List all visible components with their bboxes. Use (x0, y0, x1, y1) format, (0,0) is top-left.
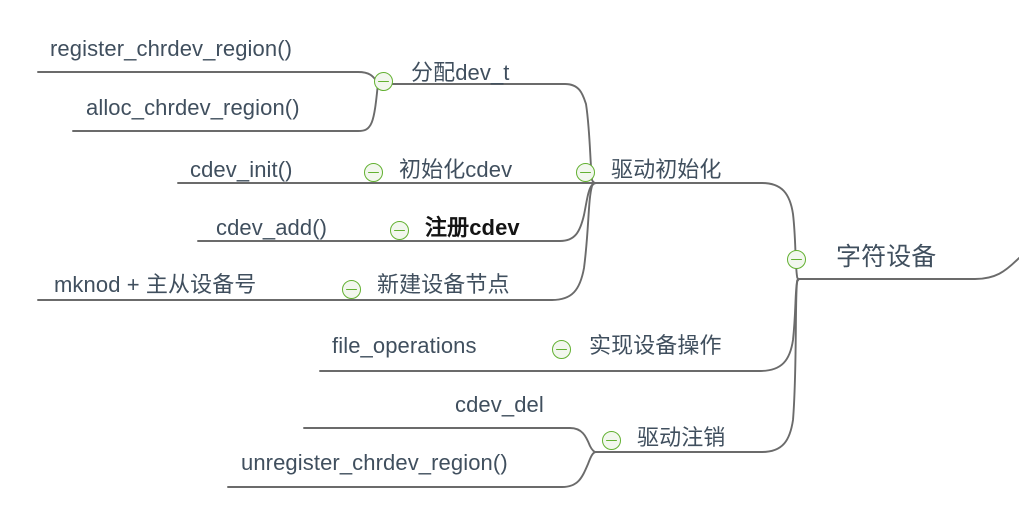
collapse-icon-quudong-zhuxiao[interactable] (602, 431, 621, 450)
leaf-register-chrdev-region[interactable]: register_chrdev_region() (50, 36, 293, 61)
wire-register-chrdev-region (37, 71, 379, 84)
node-quudong-chushihua[interactable]: 驱动初始化 (611, 157, 722, 182)
wire-cdev-del (303, 427, 597, 453)
node-xinjian-shebei-jiedian[interactable]: 新建设备节点 (377, 272, 510, 297)
node-chushihua-cdev[interactable]: 初始化cdev (399, 157, 513, 182)
collapse-icon-xinjian-shebei-jiedian[interactable] (342, 280, 361, 299)
leaf-cdev-init[interactable]: cdev_init() (190, 157, 293, 182)
root-node-label[interactable]: 字符设备 (836, 243, 937, 271)
collapse-icon-chushihua-cdev[interactable] (364, 163, 383, 182)
collapse-icon-fenpei-dev-t[interactable] (374, 72, 393, 91)
node-zhuce-cdev[interactable]: 注册cdev (425, 215, 520, 240)
wire-quudong-chushihua (595, 182, 800, 280)
leaf-file-operations[interactable]: file_operations (332, 333, 477, 358)
leaf-cdev-del[interactable]: cdev_del (455, 392, 544, 417)
collapse-icon-quudong-chushihua[interactable] (576, 163, 595, 182)
collapse-icon-zhuce-cdev[interactable] (390, 221, 409, 240)
node-shixian-shebei-caozuo[interactable]: 实现设备操作 (589, 333, 722, 358)
collapse-icon-root[interactable] (787, 250, 806, 269)
leaf-alloc-chrdev-region[interactable]: alloc_chrdev_region() (86, 95, 300, 120)
leaf-mknod-major-minor[interactable]: mknod + 主从设备号 (54, 272, 257, 297)
node-fenpei-dev-t[interactable]: 分配dev_t (411, 60, 510, 85)
collapse-icon-shixian-shebei-caozuo[interactable] (552, 340, 571, 359)
leaf-cdev-add[interactable]: cdev_add() (216, 215, 328, 240)
node-quudong-zhuxiao[interactable]: 驱动注销 (637, 425, 726, 450)
leaf-unregister-chrdev-region[interactable]: unregister_chrdev_region() (241, 450, 508, 475)
